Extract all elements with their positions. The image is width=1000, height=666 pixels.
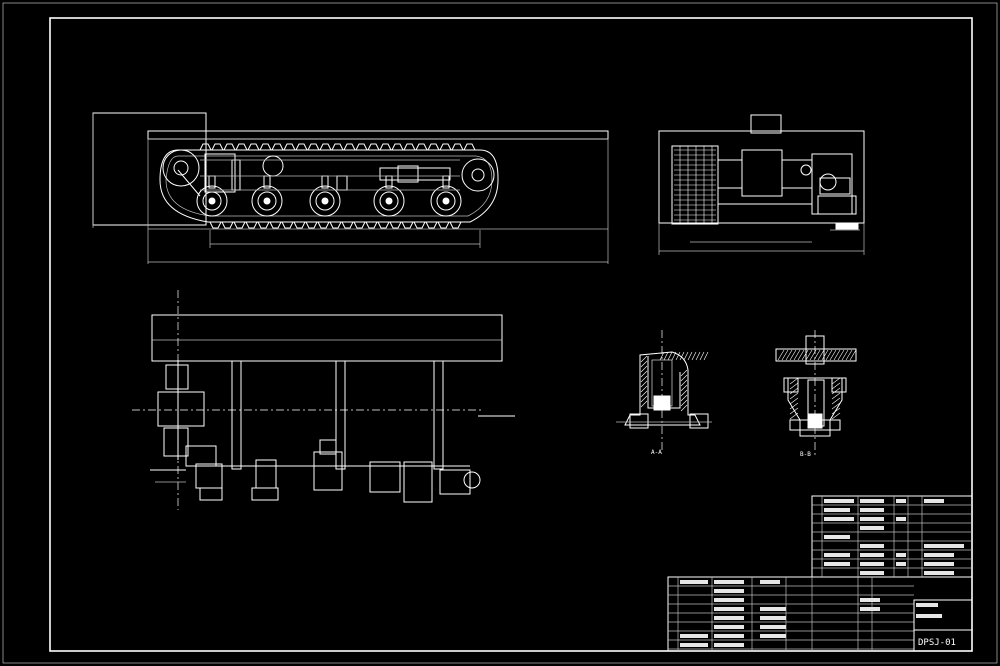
section-label-a: A-A bbox=[651, 449, 662, 456]
section-detail-b: B-B bbox=[775, 330, 857, 458]
crawler-end-view bbox=[658, 114, 865, 255]
frame-front-view bbox=[132, 290, 515, 510]
crawler-side-view bbox=[92, 112, 609, 264]
title-block: DPSJ-01 bbox=[667, 495, 973, 652]
drawing-code: DPSJ-01 bbox=[918, 638, 956, 648]
section-detail-a: A-A bbox=[616, 330, 712, 456]
section-label-b: B-B bbox=[800, 451, 811, 458]
